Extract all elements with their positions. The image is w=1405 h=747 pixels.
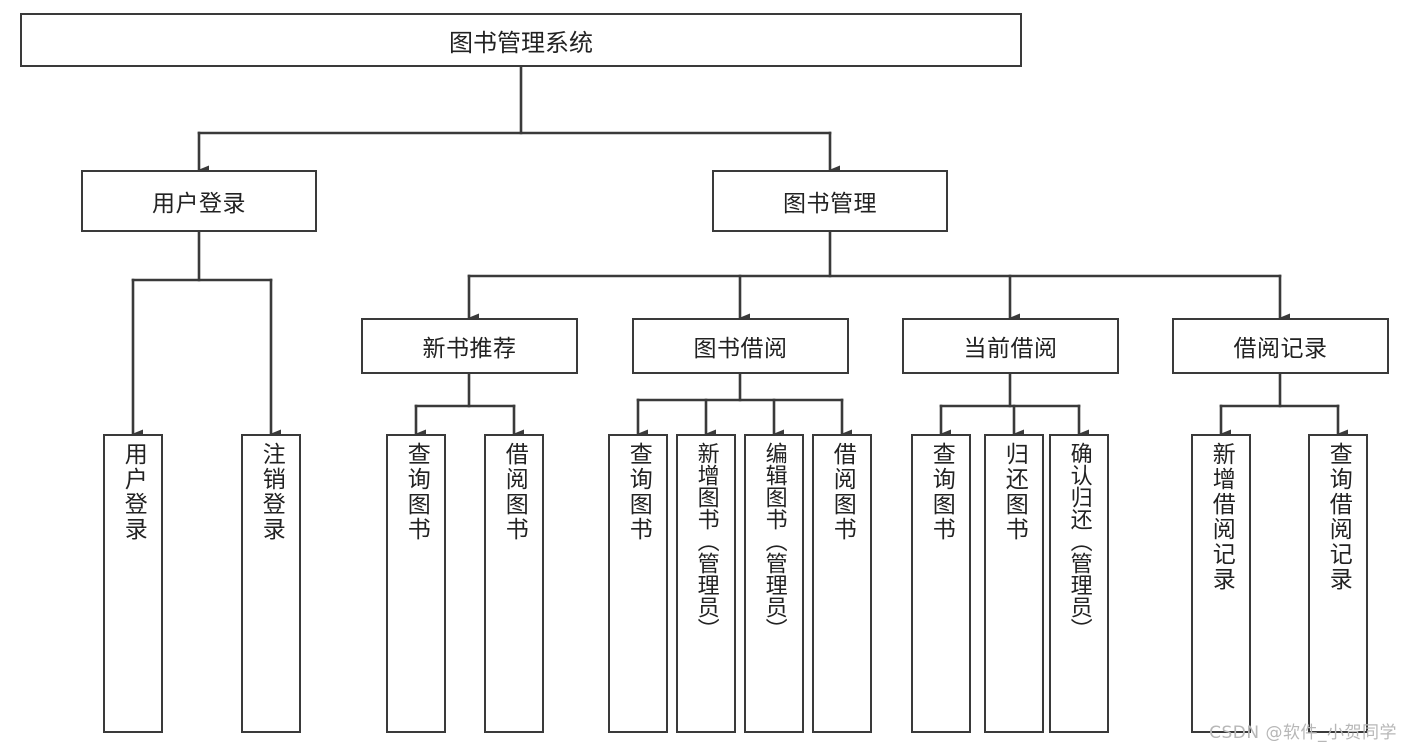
node-root[interactable]: 图书管理系统 [20, 13, 1022, 67]
node-label: 图书借阅 [693, 336, 788, 362]
node-leaf-8[interactable]: 查询图书 [911, 434, 971, 733]
node-leaf-7[interactable]: 借阅图书 [812, 434, 872, 733]
node-level2-0[interactable]: 新书推荐 [361, 318, 578, 374]
node-level1-1[interactable]: 图书管理 [712, 170, 948, 232]
node-leaf-1[interactable]: 注销登录 [241, 434, 301, 733]
node-leaf-10[interactable]: 确认归还（管理员） [1049, 434, 1109, 733]
node-leaf-3[interactable]: 借阅图书 [484, 434, 544, 733]
node-label: 用户登录 [120, 442, 147, 542]
node-leaf-4[interactable]: 查询图书 [608, 434, 668, 733]
node-level2-1[interactable]: 图书借阅 [632, 318, 849, 374]
node-label: 查询图书 [928, 442, 955, 542]
node-label: 归还图书 [1001, 442, 1028, 542]
node-label: 新增图书（管理员） [693, 442, 719, 640]
node-label: 查询图书 [625, 442, 652, 542]
node-label: 新增借阅记录 [1208, 442, 1235, 592]
node-label: 查询图书 [403, 442, 430, 542]
node-leaf-11[interactable]: 新增借阅记录 [1191, 434, 1251, 733]
node-label: 查询借阅记录 [1325, 442, 1352, 592]
node-leaf-0[interactable]: 用户登录 [103, 434, 163, 733]
node-leaf-5[interactable]: 新增图书（管理员） [676, 434, 736, 733]
node-label: 注销登录 [258, 442, 285, 542]
node-leaf-9[interactable]: 归还图书 [984, 434, 1044, 733]
node-label: 用户登录 [152, 191, 246, 217]
node-label: 图书管理系统 [449, 28, 593, 57]
node-label: 图书管理 [783, 191, 877, 217]
node-label: 新书推荐 [422, 336, 517, 362]
node-label: 借阅记录 [1233, 336, 1328, 362]
node-leaf-12[interactable]: 查询借阅记录 [1308, 434, 1368, 733]
node-leaf-6[interactable]: 编辑图书（管理员） [744, 434, 804, 733]
node-level2-3[interactable]: 借阅记录 [1172, 318, 1389, 374]
node-label: 当前借阅 [963, 336, 1058, 362]
node-label: 确认归还（管理员） [1066, 442, 1092, 640]
node-label: 编辑图书（管理员） [761, 442, 787, 640]
watermark-text: CSDN @软件_小贺同学 [1209, 723, 1397, 743]
node-label: 借阅图书 [501, 442, 528, 542]
node-level1-0[interactable]: 用户登录 [81, 170, 317, 232]
node-level2-2[interactable]: 当前借阅 [902, 318, 1119, 374]
node-leaf-2[interactable]: 查询图书 [386, 434, 446, 733]
node-label: 借阅图书 [829, 442, 856, 542]
